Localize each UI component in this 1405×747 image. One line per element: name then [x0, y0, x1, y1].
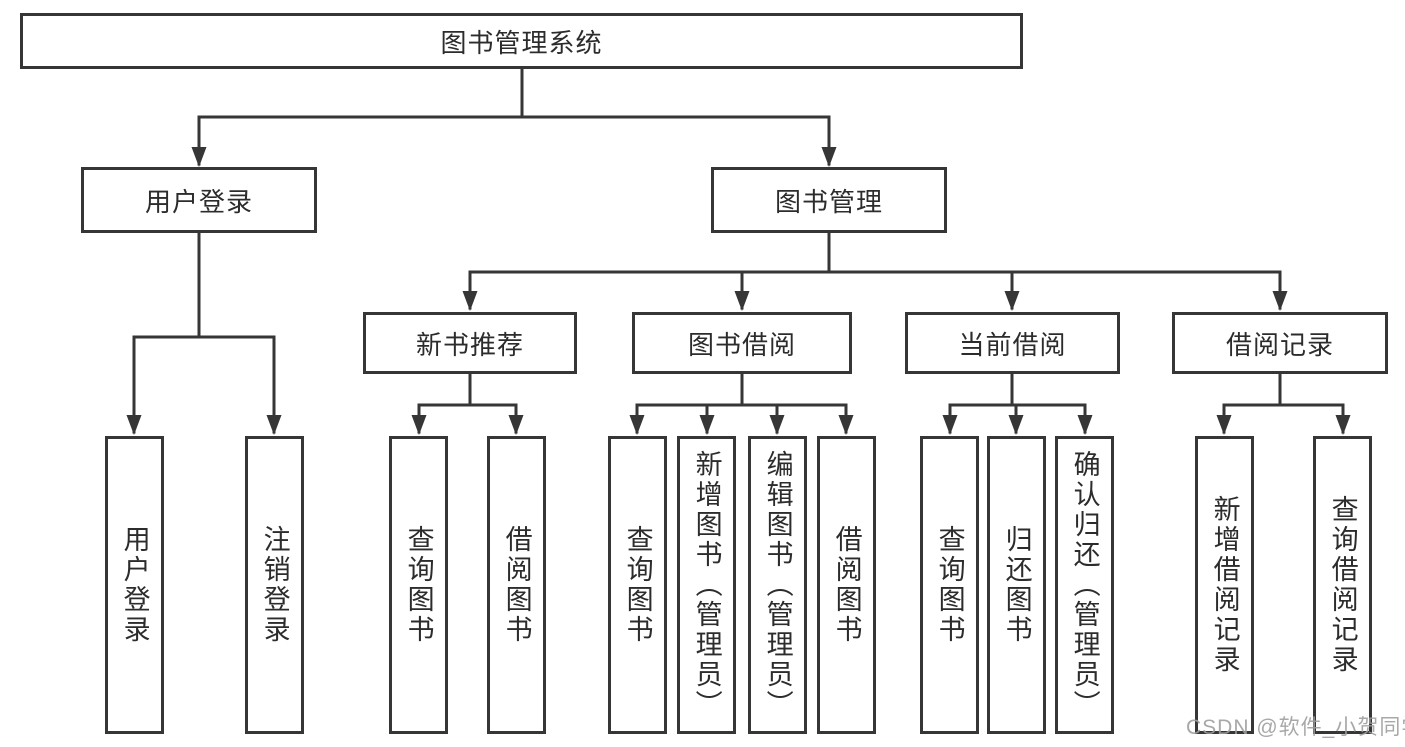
- leaf-user-login: 用户登录: [105, 436, 164, 734]
- node-current-borrow: 当前借阅: [905, 312, 1120, 374]
- leaf-add-borrow-record-label: 新增借阅记录: [1209, 495, 1240, 675]
- csdn-watermark: CSDN @软件_小贺同学: [1186, 716, 1405, 739]
- leaf-add-book-admin: 新增图书（管理员）: [677, 436, 736, 734]
- leaf-query-borrow-record-label: 查询借阅记录: [1327, 495, 1358, 675]
- connector-borrow-records: [1216, 372, 1351, 435]
- node-book-management: 图书管理: [711, 167, 947, 233]
- leaf-query-borrow-record: 查询借阅记录: [1313, 436, 1372, 734]
- connector-root: [191, 66, 837, 167]
- leaf-borrow-books-recommend-label: 借阅图书: [501, 525, 532, 645]
- leaf-logout: 注销登录: [245, 436, 304, 734]
- node-new-book-recommend-label: 新书推荐: [415, 329, 524, 360]
- node-user-login: 用户登录: [81, 167, 317, 233]
- leaf-add-book-admin-label: 新增图书（管理员）: [691, 450, 722, 720]
- leaf-confirm-return-admin: 确认归还（管理员）: [1055, 436, 1114, 734]
- leaf-edit-book-admin-label: 编辑图书（管理员）: [762, 450, 793, 720]
- leaf-query-books-borrow: 查询图书: [608, 436, 667, 734]
- node-new-book-recommend: 新书推荐: [363, 312, 577, 374]
- leaf-query-books-current-label: 查询图书: [934, 525, 965, 645]
- node-user-login-label: 用户登录: [144, 186, 253, 217]
- leaf-logout-label: 注销登录: [259, 525, 290, 645]
- leaf-query-books-current: 查询图书: [920, 436, 979, 734]
- connector-book-borrow: [629, 372, 854, 435]
- node-book-management-label: 图书管理: [774, 186, 883, 217]
- leaf-query-books-recommend-label: 查询图书: [403, 525, 434, 645]
- leaf-confirm-return-admin-label: 确认归还（管理员）: [1069, 450, 1100, 720]
- leaf-add-borrow-record: 新增借阅记录: [1195, 436, 1254, 734]
- leaf-edit-book-admin: 编辑图书（管理员）: [748, 436, 807, 734]
- leaf-user-login-label: 用户登录: [119, 525, 150, 645]
- leaf-borrow-books-recommend: 借阅图书: [487, 436, 546, 734]
- connector-book-management: [462, 231, 1288, 311]
- leaf-return-book: 归还图书: [987, 436, 1046, 734]
- node-book-borrow: 图书借阅: [632, 312, 852, 374]
- leaf-borrow-books-label: 借阅图书: [831, 525, 862, 645]
- leaf-borrow-books: 借阅图书: [817, 436, 876, 734]
- node-borrow-records: 借阅记录: [1172, 312, 1388, 374]
- leaf-query-books-recommend: 查询图书: [389, 436, 448, 734]
- connector-user-login: [126, 231, 282, 435]
- connector-new-book-recommend: [411, 372, 524, 435]
- leaf-return-book-label: 归还图书: [1001, 525, 1032, 645]
- node-current-borrow-label: 当前借阅: [958, 329, 1067, 360]
- node-book-borrow-label: 图书借阅: [687, 329, 796, 360]
- node-borrow-records-label: 借阅记录: [1225, 329, 1334, 360]
- node-library-system: 图书管理系统: [20, 13, 1023, 69]
- connector-current-borrow: [942, 372, 1093, 435]
- leaf-query-books-borrow-label: 查询图书: [622, 525, 653, 645]
- node-library-system-label: 图书管理系统: [440, 27, 603, 58]
